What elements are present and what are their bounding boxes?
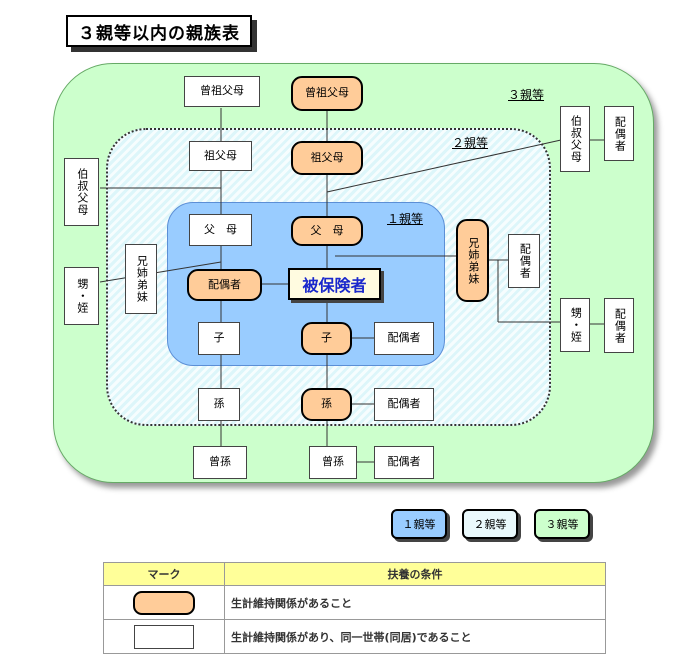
zone-1-label: １親等 — [387, 212, 424, 226]
legend-3rd-degree: ３親等 — [534, 509, 590, 539]
page-title: ３親等以内の親族表 — [66, 15, 252, 47]
uncle-aunt-left-box: 伯叔父母 — [64, 158, 99, 226]
great-grandchild-side-box: 曾孫 — [193, 446, 247, 479]
great-grandchild-spouse-box: 配偶者 — [374, 446, 434, 479]
uncle-aunt-right-spouse-box: 配偶者 — [604, 106, 634, 161]
grandparents-side-box: 祖父母 — [189, 141, 252, 171]
siblings-right-spouse-box: 配偶者 — [508, 234, 540, 288]
parents-side-box: 父 母 — [189, 214, 252, 246]
header-mark: マーク — [103, 562, 225, 586]
parents-box: 父 母 — [291, 216, 363, 246]
great-grandparents-box: 曾祖父母 — [291, 76, 363, 111]
uncle-aunt-right-box: 伯叔父母 — [560, 106, 590, 172]
conditions-table: マーク 扶養の条件 生計維持関係があること 生計維持関係があり、同一世帯(同居)… — [103, 562, 606, 654]
legend-1st-degree: １親等 — [391, 509, 447, 539]
grandchild-box: 孫 — [301, 388, 352, 421]
mark-cell-rounded — [103, 585, 225, 620]
child-side-box: 子 — [198, 322, 240, 355]
self-insured-box: 被保険者 — [288, 268, 381, 300]
mark-cell-square — [103, 619, 225, 654]
condition-text-2: 生計維持関係があり、同一世帯(同居)であること — [224, 619, 606, 654]
grandchild-side-box: 孫 — [198, 388, 240, 421]
condition-text-1: 生計維持関係があること — [224, 585, 606, 620]
great-grandparents-side-box: 曾祖父母 — [184, 76, 260, 107]
child-spouse-box: 配偶者 — [374, 322, 434, 355]
nephew-left-box: 甥・姪 — [64, 267, 99, 325]
header-condition: 扶養の条件 — [224, 562, 606, 586]
siblings-left-box: 兄姉弟妹 — [125, 244, 157, 314]
siblings-right-box: 兄姉弟妹 — [456, 219, 489, 302]
grandchild-spouse-box: 配偶者 — [374, 388, 434, 421]
legend-2nd-degree: ２親等 — [462, 509, 518, 539]
zone-2-label: ２親等 — [452, 136, 489, 150]
great-grandchild-box: 曾孫 — [309, 446, 357, 479]
nephew-right-box: 甥・姪 — [560, 298, 590, 352]
nephew-right-spouse-box: 配偶者 — [604, 298, 634, 353]
grandparents-box: 祖父母 — [291, 141, 363, 175]
zone-3-label: ３親等 — [508, 88, 545, 102]
child-box: 子 — [301, 322, 352, 355]
square-mark — [134, 624, 194, 649]
spouse-box: 配偶者 — [187, 269, 262, 301]
rounded-mark — [133, 590, 195, 615]
